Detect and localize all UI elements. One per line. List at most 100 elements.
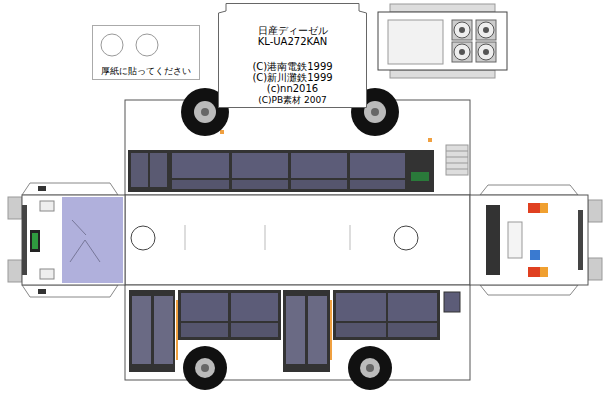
window: [350, 180, 405, 189]
sign-frame: [30, 230, 40, 252]
window: [232, 180, 288, 189]
window: [444, 292, 460, 312]
glue-tab: [8, 197, 22, 219]
destination-sign: [411, 172, 429, 181]
corner-flap: [480, 285, 578, 295]
wheel-cap: [366, 364, 374, 372]
glue-tab: [390, 4, 495, 12]
window: [336, 293, 386, 321]
window: [181, 323, 228, 337]
accessibility-sign: [530, 250, 540, 260]
windshield: [62, 197, 123, 283]
door: [129, 290, 175, 372]
window: [336, 323, 386, 337]
roof-unit-panel: [378, 12, 507, 70]
mirror: [38, 186, 46, 191]
door-handle: [330, 300, 332, 360]
tail-light: [528, 203, 540, 213]
tab-outline: [219, 4, 367, 108]
destination-sign: [32, 233, 38, 249]
door-window: [308, 296, 327, 364]
fan-hub: [483, 27, 489, 33]
glue-tab: [588, 258, 602, 280]
wiper: [70, 220, 100, 262]
bumper: [22, 205, 27, 275]
wheel-cap: [371, 108, 379, 116]
corner-flap: [480, 185, 578, 195]
window: [388, 323, 437, 337]
window: [350, 153, 405, 178]
window: [172, 180, 229, 189]
corner-flap: [22, 285, 118, 297]
window: [181, 293, 228, 321]
fan: [478, 22, 494, 38]
fan-hub: [459, 27, 465, 33]
glue-tab: [588, 200, 602, 222]
window: [150, 153, 167, 187]
wheel-hub: [195, 358, 215, 378]
door: [283, 290, 330, 372]
credit-tab: 日産ディーゼルKL-UA272KAN(C)港南電鉄1999(C)新川灘鉄1999…: [218, 3, 367, 108]
window: [291, 153, 347, 178]
wheel-hub: [360, 358, 380, 378]
grille-lines: [446, 151, 468, 169]
door-window: [286, 296, 305, 364]
wheel-cap: [201, 108, 209, 116]
fan-housing: [452, 20, 472, 40]
rear-panel: [470, 195, 588, 285]
wheel: [348, 346, 392, 390]
note-card: 厚紙に貼ってください: [92, 25, 200, 80]
window: [131, 153, 148, 187]
fan-hub: [483, 49, 489, 55]
front-panel: [22, 195, 125, 285]
window: [291, 180, 347, 189]
credit-line: (C)新川灘鉄1999: [218, 72, 367, 83]
credit-line: (c)nn2016: [218, 83, 367, 94]
marker-lamp: [428, 138, 432, 142]
door-handle: [176, 300, 178, 360]
headlight: [40, 269, 54, 279]
wheel: [183, 346, 227, 390]
window: [231, 293, 278, 321]
tail-light: [540, 203, 548, 213]
model-name: KL-UA272KAN: [218, 36, 367, 47]
window: [231, 323, 278, 337]
credit-line: (C)港南電鉄1999: [218, 61, 367, 72]
tail-light: [540, 267, 548, 277]
side-panel: [125, 100, 470, 195]
glue-tab: [8, 260, 22, 282]
fan: [478, 44, 494, 60]
sign-frame: [408, 150, 434, 192]
rear-window: [486, 205, 500, 275]
headlight: [40, 201, 54, 211]
corner-flap: [22, 183, 118, 195]
fan-housing: [452, 42, 472, 62]
window: [172, 153, 229, 178]
fan-housing: [476, 42, 496, 62]
window-band: [128, 150, 408, 192]
glue-circle: [136, 34, 158, 56]
rear-sign: [508, 222, 522, 258]
mirror: [38, 289, 46, 294]
glue-tab: [390, 70, 495, 78]
fan: [454, 22, 470, 38]
fan-housing: [476, 20, 496, 40]
tail-light: [528, 267, 540, 277]
fold-guide: [185, 225, 350, 250]
window-band: [178, 290, 281, 340]
instruction-text: 厚紙に貼ってください: [93, 66, 199, 76]
roof-panel: [125, 195, 470, 285]
roof-vent: [394, 226, 418, 250]
window-band: [333, 290, 440, 340]
side-panel: [125, 285, 470, 380]
wheel-cap: [201, 364, 209, 372]
fan-hub: [459, 49, 465, 55]
fan: [454, 44, 470, 60]
grille: [446, 145, 468, 175]
window: [232, 153, 288, 178]
window: [388, 293, 437, 321]
aircon-unit: [388, 20, 443, 64]
roof-vent: [131, 226, 155, 250]
marker-lamp: [220, 130, 224, 134]
credit-line: (C)PB素材 2007: [218, 95, 367, 105]
